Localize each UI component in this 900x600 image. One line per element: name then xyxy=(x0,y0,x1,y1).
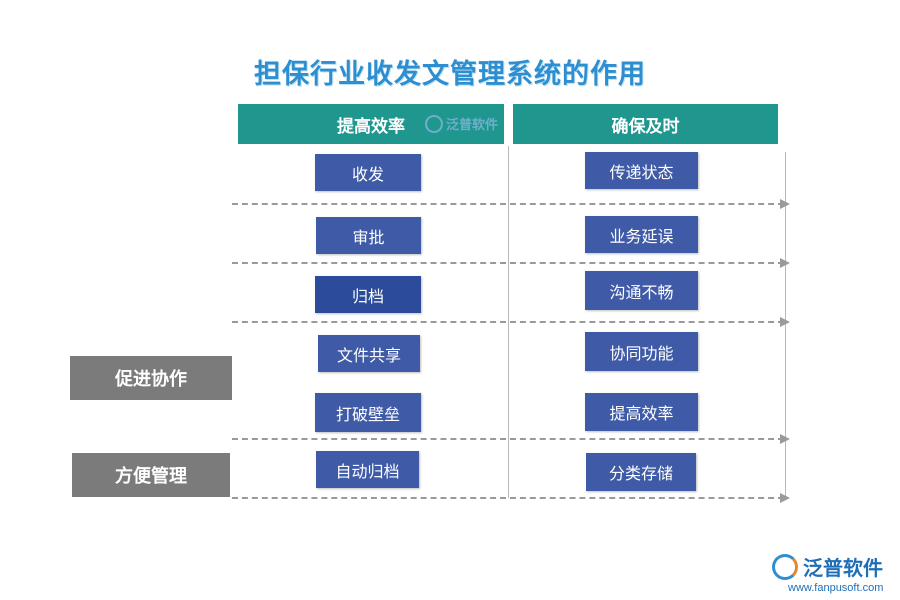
right-item-box: 分类存储 xyxy=(586,453,696,491)
dashed-arrow-line xyxy=(232,262,784,264)
watermark-text: 泛普软件 xyxy=(446,118,499,133)
arrow-head-icon xyxy=(780,258,790,268)
dashed-arrow-line xyxy=(232,497,784,499)
header-right: 确保及时 xyxy=(513,104,778,144)
arrow-head-icon xyxy=(780,434,790,444)
diagram-title: 担保行业收发文管理系统的作用 xyxy=(254,59,646,90)
left-item-box: 打破壁垒 xyxy=(315,393,421,432)
dashed-arrow-line xyxy=(232,203,784,205)
right-item-box: 传递状态 xyxy=(585,152,698,189)
dashed-arrow-line xyxy=(232,321,784,323)
right-item-box: 业务延误 xyxy=(585,216,698,253)
right-item-box: 沟通不畅 xyxy=(585,271,698,310)
right-item-box: 协同功能 xyxy=(585,332,698,371)
header-watermark: 泛普软件 xyxy=(425,114,498,133)
left-item-box: 文件共享 xyxy=(318,335,420,372)
left-item-box: 自动归档 xyxy=(316,451,419,488)
side-label-management: 方便管理 xyxy=(72,453,230,497)
header-left: 提高效率 xyxy=(238,104,504,144)
arrow-head-icon xyxy=(780,199,790,209)
dashed-arrow-line xyxy=(232,438,784,440)
brand-logo-icon xyxy=(772,553,798,580)
right-item-box: 提高效率 xyxy=(585,393,698,431)
left-item-box: 审批 xyxy=(316,217,421,254)
arrow-head-icon xyxy=(780,493,790,503)
side-label-collaboration: 促进协作 xyxy=(70,356,232,400)
arrow-head-icon xyxy=(780,317,790,327)
brand-url: www.fanpusoft.com xyxy=(788,582,884,594)
brand-logo: 泛普软件 xyxy=(772,552,883,581)
watermark-logo-icon xyxy=(425,114,443,133)
brand-name: 泛普软件 xyxy=(803,556,883,580)
left-item-box: 归档 xyxy=(315,276,421,313)
left-item-box: 收发 xyxy=(315,154,421,191)
